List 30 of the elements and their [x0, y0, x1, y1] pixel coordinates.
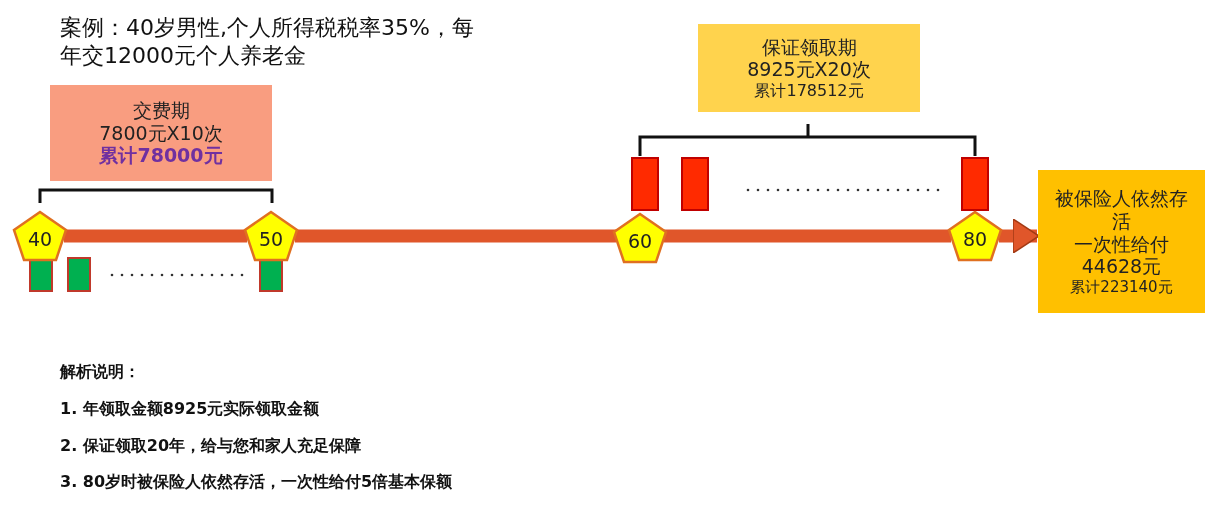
payout-amount: 8925元X20次	[747, 58, 871, 82]
survival-benefit-box	[1038, 170, 1205, 313]
note-text: 3. 80岁时被保险人依然存活，一次性给付5倍基本保额	[60, 472, 454, 492]
age-pentagon	[12, 210, 68, 262]
period-title: 交费期	[132, 98, 190, 122]
period-title: 保证领取期	[761, 35, 857, 59]
guarantee-period-box	[698, 24, 920, 112]
age-label: 80	[962, 227, 988, 251]
age-label: 50	[258, 227, 284, 251]
payment-total: 累计78000元	[99, 144, 223, 168]
benefit-amount: 44628元	[1081, 255, 1162, 279]
age-label: 40	[27, 227, 53, 251]
note-text: 2. 保证领取20年，给与您和家人充足保障	[60, 436, 363, 456]
payout-total: 累计178512元	[754, 81, 864, 101]
payment-period-box	[50, 85, 272, 181]
case-description: 案例：40岁男性,个人所得税税率35%，每年交12000元个人养老金	[60, 14, 475, 69]
benefit-type: 一次性给付	[1074, 232, 1169, 256]
age-pentagon	[243, 210, 299, 262]
payment-amount: 7800元X10次	[99, 121, 223, 145]
timeline-bar	[664, 229, 951, 243]
analysis-heading: 解析说明：	[60, 362, 141, 382]
note-text: 1. 年领取金额8925元实际领取金额	[60, 399, 321, 419]
benefit-condition: 被保险人依然存活	[1054, 186, 1189, 233]
timeline-bar	[64, 229, 247, 243]
age-pentagon	[947, 210, 1003, 262]
age-label: 60	[627, 229, 653, 253]
benefit-total: 累计223140元	[1070, 278, 1173, 297]
age-pentagon	[612, 212, 668, 264]
timeline-bar	[295, 229, 616, 243]
timeline-arrow	[999, 218, 1040, 254]
